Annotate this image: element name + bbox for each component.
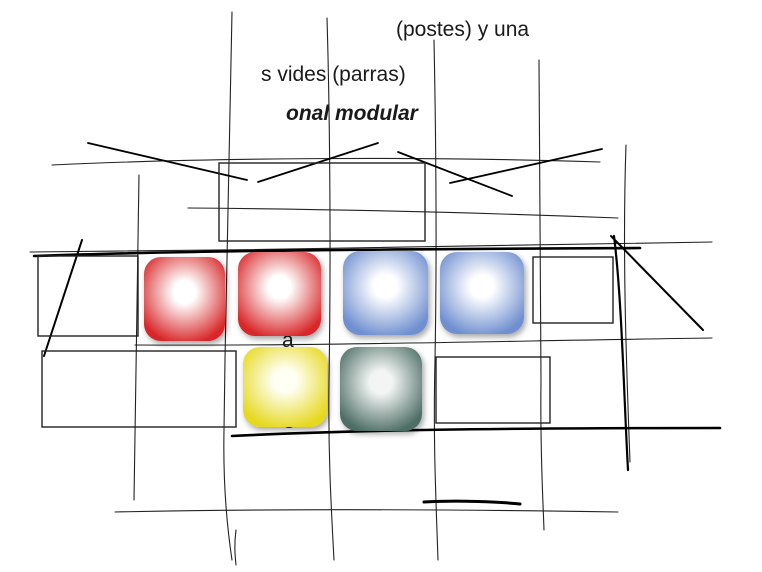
red-tile-2 <box>238 252 321 336</box>
blue-tile-2 <box>440 252 524 334</box>
text-line-vides: s vides (parras) <box>261 63 406 86</box>
yellow-tile <box>243 347 327 427</box>
text-line-postes: (postes) y una <box>396 18 530 41</box>
red-tile-1 <box>144 257 225 341</box>
text-fragment-2: a <box>282 329 294 352</box>
blue-tile-1 <box>343 251 428 335</box>
teal-gray-tile <box>340 347 422 431</box>
empty-module-outlines <box>37 162 614 428</box>
horizontal-grid-lines <box>29 157 713 513</box>
vertical-grid-lines <box>133 11 631 566</box>
colored-tiles <box>144 251 524 431</box>
text-line-modular: onal modular <box>286 102 418 125</box>
